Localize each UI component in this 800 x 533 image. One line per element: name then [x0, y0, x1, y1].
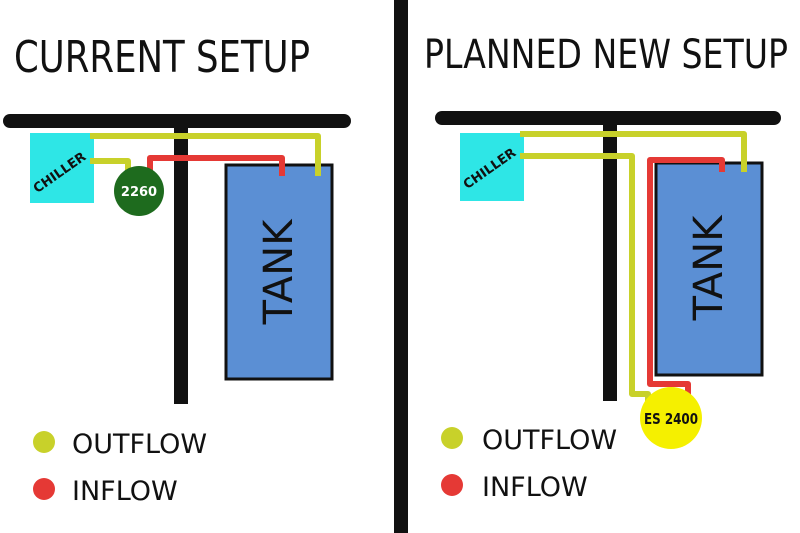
legend-inflow-dot [441, 474, 463, 496]
legend-outflow-label: OUTFLOW [72, 429, 207, 460]
legend-outflow-label: OUTFLOW [482, 425, 617, 456]
legend-inflow-dot [33, 478, 55, 500]
pump-es2400 [640, 387, 702, 449]
chiller-to-pump-line [520, 153, 651, 404]
pump-2260-label: 2260 [121, 185, 157, 200]
tank-label: TANK [256, 218, 302, 326]
outflow-line [520, 131, 747, 172]
inflow-line [647, 157, 725, 398]
legend-outflow-dot [33, 431, 55, 453]
tank [654, 161, 764, 377]
legend-inflow-label: INFLOW [72, 476, 178, 507]
planned-setup-title: PLANNED NEW SETUP [424, 32, 788, 78]
stand-post [174, 128, 188, 404]
inflow-line [147, 155, 285, 176]
current-setup-panel: CURRENT SETUP TANK CHILLER 2260 OUTFLOW … [3, 32, 351, 507]
current-setup-title: CURRENT SETUP [14, 32, 310, 83]
tank [224, 163, 334, 381]
tank-label: TANK [686, 214, 732, 322]
outflow-line [90, 133, 321, 176]
planned-setup-panel: PLANNED NEW SETUP TANK CHILLER ES 2400 O… [424, 32, 788, 503]
chiller [30, 133, 94, 203]
stand-post [603, 125, 617, 401]
legend-inflow-label: INFLOW [482, 472, 588, 503]
panel-divider [394, 0, 408, 533]
legend-outflow-dot [441, 427, 463, 449]
chiller [460, 133, 524, 201]
pump-2260 [114, 166, 164, 216]
pump-es2400-label: ES 2400 [644, 410, 698, 428]
